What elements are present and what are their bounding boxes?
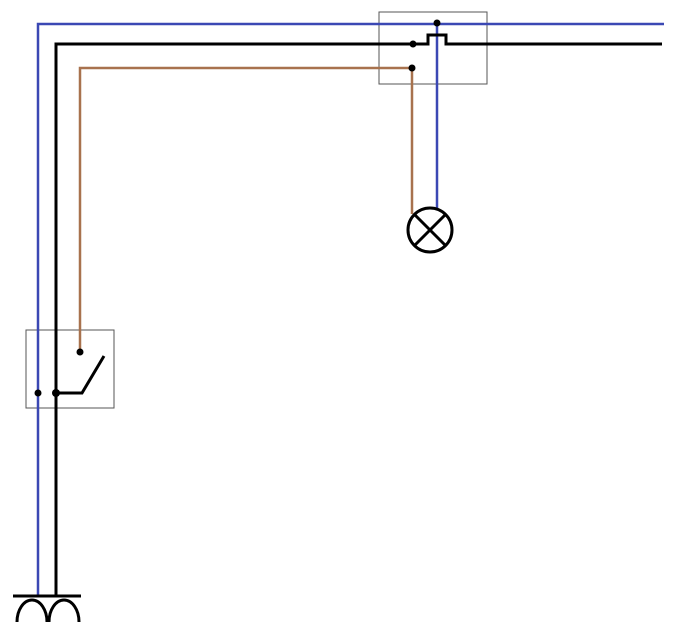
switch-live-feed	[56, 355, 106, 395]
junction-box	[378, 11, 488, 85]
lamp-icon	[406, 206, 454, 254]
terminal-dot	[34, 389, 42, 397]
terminal-dot	[409, 40, 417, 48]
terminal-dot	[52, 389, 60, 397]
terminal-dot	[408, 64, 416, 72]
switched-live-wire	[78, 66, 414, 352]
neutral-wire	[36, 22, 664, 596]
live-wire	[54, 42, 413, 596]
terminal-dot	[433, 19, 441, 27]
live-wire-continuation	[413, 33, 662, 46]
wall-switch-box	[25, 329, 115, 409]
terminal-dot	[76, 348, 84, 356]
supply-icon	[13, 594, 81, 623]
